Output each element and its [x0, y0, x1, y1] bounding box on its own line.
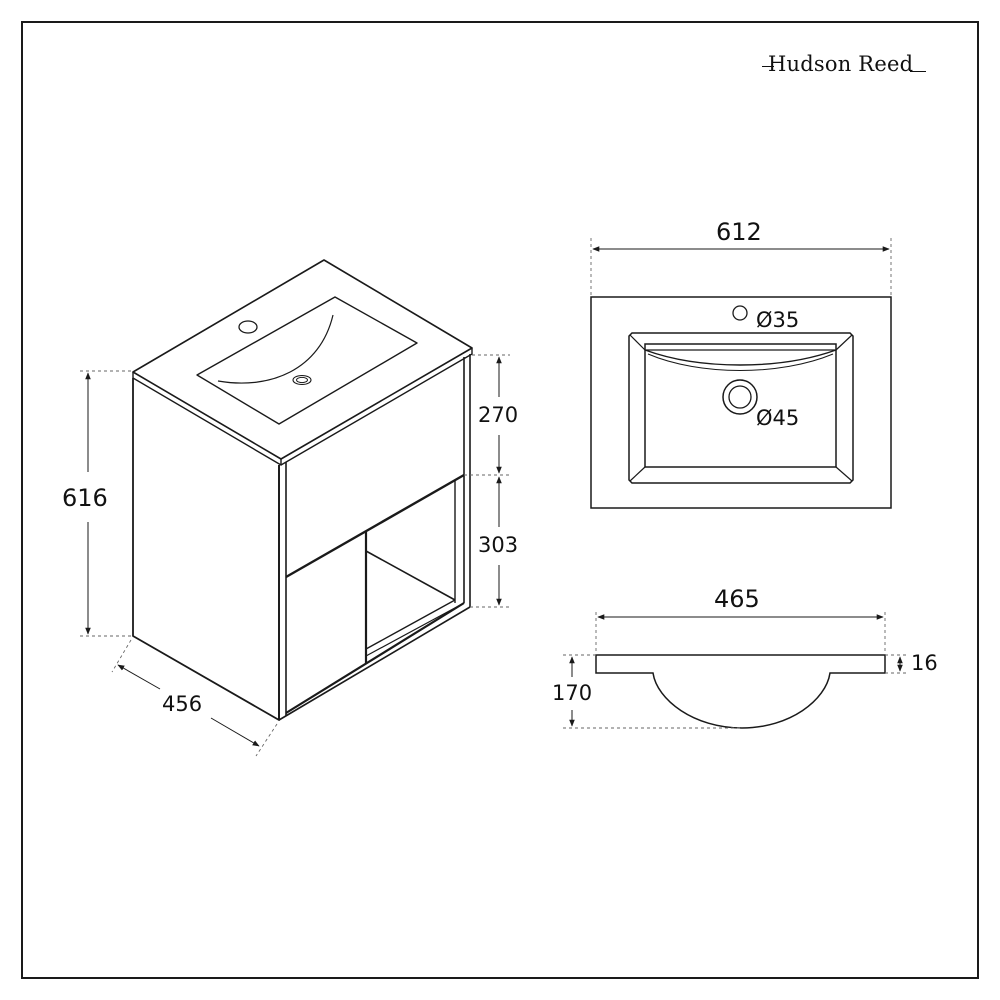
label-drawer-height: 270 — [478, 403, 519, 427]
waste-inner-top — [728, 385, 752, 409]
basin-curve — [217, 314, 334, 384]
side-view-basin — [595, 654, 886, 729]
shelf-floor-front — [365, 599, 456, 650]
top-view-outline — [590, 296, 892, 509]
tap-hole-top — [732, 305, 748, 321]
label-top-width: 612 — [716, 218, 762, 246]
logo-trailing-rule — [910, 70, 927, 72]
basin-front-curve — [644, 349, 837, 366]
label-depth: 456 — [162, 692, 203, 716]
shelf-floor-edge — [365, 602, 465, 657]
basin-rim-outer — [628, 332, 854, 484]
countertop-top-face — [132, 259, 473, 460]
dim-drawer-shelf — [464, 354, 510, 608]
drawer-divider-line — [285, 473, 465, 579]
drawing-border — [21, 21, 979, 979]
waste-hole-inner — [296, 376, 308, 384]
dim-total-height — [80, 370, 133, 637]
label-total-height: 616 — [62, 484, 108, 512]
cabinet-bottom-inner — [285, 602, 465, 714]
basin-rim-inner — [644, 343, 837, 468]
tap-hole — [238, 320, 258, 334]
cabinet-left-side — [132, 378, 280, 721]
basin-front-curve-inner — [647, 353, 834, 371]
shelf-back-diagonal — [365, 550, 456, 601]
isometric-cabinet — [132, 259, 473, 721]
basin-outline — [196, 296, 418, 425]
cabinet-bottom-front — [278, 606, 471, 721]
dim-depth — [111, 639, 278, 757]
countertop-front-edge — [132, 372, 282, 466]
label-side-depth: 465 — [714, 585, 760, 613]
label-top-thickness: 16 — [911, 651, 938, 675]
countertop-right-edge — [280, 348, 473, 466]
logo-leading-rule — [762, 65, 774, 68]
dim-top-width — [590, 238, 892, 297]
brand-logo: Hudson Reed — [762, 52, 927, 76]
top-view-basin — [590, 296, 892, 509]
label-shelf-height: 303 — [478, 533, 519, 557]
dim-side — [563, 612, 907, 729]
label-waste-hole: Ø45 — [756, 406, 800, 430]
waste-outer-top — [722, 379, 758, 415]
label-basin-depth: 170 — [552, 681, 593, 705]
side-profile — [595, 654, 886, 729]
label-tap-hole: Ø35 — [756, 308, 800, 332]
brand-name: Hudson Reed — [768, 52, 914, 76]
waste-hole-outer — [292, 374, 312, 386]
